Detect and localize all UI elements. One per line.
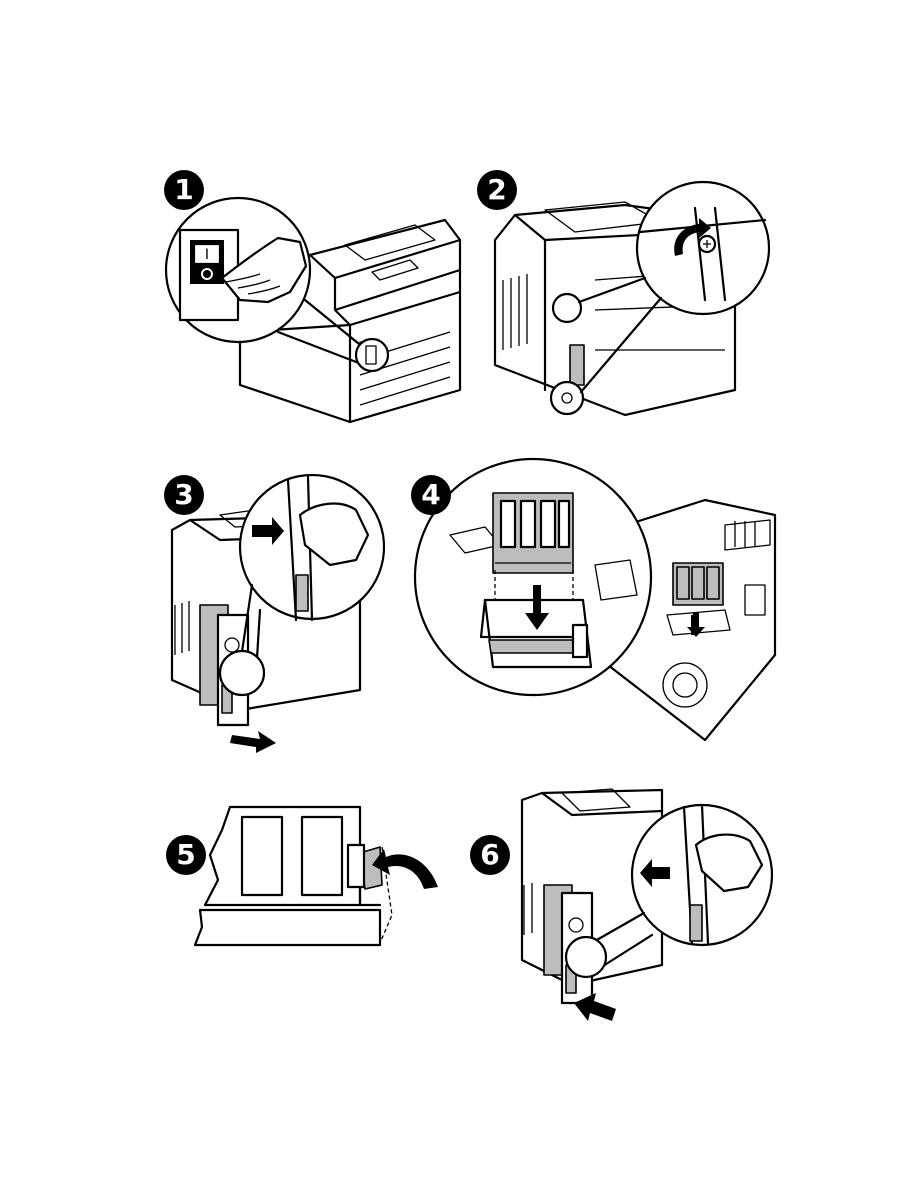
step-number-badge: 5 (166, 835, 206, 875)
memory-installation-illustration (405, 455, 780, 745)
step-3-panel: 3 (160, 455, 390, 755)
memory-chip (302, 817, 342, 895)
step-number-badge: 4 (411, 475, 451, 515)
step-5-panel: 5 (160, 805, 450, 950)
memory-chip (242, 817, 282, 895)
step-1-panel: I 1 (160, 160, 480, 430)
printer-rear-illustration (475, 160, 775, 430)
step-2-panel: 2 (475, 160, 775, 430)
board-reinsert-illustration (462, 775, 782, 1030)
printer-front-illustration: I (160, 160, 480, 430)
step-number-badge: 6 (470, 835, 510, 875)
step-4-panel: 4 (405, 455, 780, 745)
memory-clip-detail-illustration (160, 805, 450, 950)
step-number-badge: 1 (164, 170, 204, 210)
arrow-icon (230, 731, 276, 753)
step-number-badge: 2 (477, 170, 517, 210)
svg-text:I: I (205, 247, 209, 263)
step-number-badge: 3 (164, 475, 204, 515)
step-6-panel: 6 (462, 775, 782, 1030)
